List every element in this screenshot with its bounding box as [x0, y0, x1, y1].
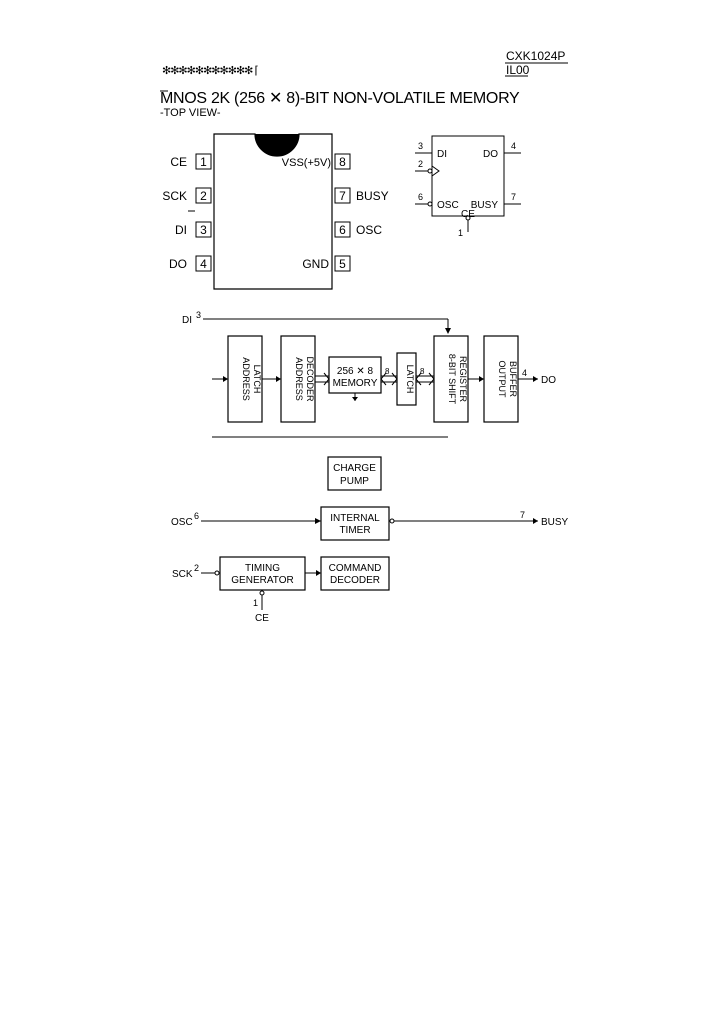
- block-label: PUMP: [340, 476, 369, 487]
- dip-pin-8: 8 VSS(+5V): [282, 153, 351, 170]
- symbol-pin-number: 4: [511, 141, 516, 151]
- memory-array-block: 256 ✕ 8 MEMORY: [328, 356, 382, 394]
- dip-pin-5: 5 GND: [302, 255, 351, 272]
- symbol-pin-number: 6: [418, 192, 423, 202]
- signal-label-busy: BUSY: [541, 517, 569, 528]
- pin-number: 7: [339, 189, 346, 203]
- address-decoder-block: ADDRESS DECODER: [280, 335, 316, 423]
- signal-label-osc: OSC: [171, 517, 193, 528]
- bus-width-label: 8: [420, 367, 425, 376]
- internal-timer-block: INTERNAL TIMER: [320, 506, 390, 541]
- address-latch-block: ADDRESS LATCH: [227, 335, 263, 423]
- pin-number: 1: [200, 155, 207, 169]
- block-label: DECODER: [330, 575, 380, 586]
- block-label: CHARGE: [333, 463, 376, 474]
- symbol-pin-name: BUSY: [471, 200, 499, 211]
- block-label: TIMER: [339, 525, 370, 536]
- part-revision: IL00: [506, 63, 530, 77]
- signal-pin-osc: 6: [194, 511, 199, 521]
- page-title: MNOS 2K (256 ✕ 8)-BIT NON-VOLATILE MEMOR…: [160, 90, 520, 107]
- symbol-pin-name: DI: [437, 149, 447, 160]
- block-label: ADDRESS: [294, 357, 304, 401]
- block-label: LATCH: [405, 365, 415, 394]
- pin-name: SCK: [162, 189, 187, 203]
- block-label: 256 ✕ 8: [337, 366, 374, 377]
- dip-pin-2: 2 SCK: [162, 187, 212, 212]
- signal-pin-busy: 7: [520, 510, 525, 520]
- symbol-pin-number: 3: [418, 141, 423, 151]
- block-label: COMMAND: [329, 563, 382, 574]
- pin-name: DO: [169, 257, 187, 271]
- pin-name: OSC: [356, 223, 382, 237]
- signal-pin-ce: 1: [253, 598, 258, 608]
- shift-register-block: 8-BIT SHIFT REGISTER: [433, 335, 469, 423]
- dip-pin-6: 6 OSC: [334, 221, 382, 238]
- signal-label-sck: SCK: [172, 569, 193, 580]
- pin-number: 3: [200, 223, 207, 237]
- signal-pin-do: 4: [522, 368, 527, 378]
- command-decoder-block: COMMAND DECODER: [320, 556, 390, 591]
- pin-number: 5: [339, 257, 346, 271]
- dip-pin-4: 4 DO: [169, 255, 212, 272]
- pin-name: GND: [302, 257, 329, 271]
- header-marks: ✻✻✻✻✻✻✻✻✻✻✻ ⌈: [162, 65, 259, 77]
- block-label: DECODER: [305, 356, 315, 402]
- part-number: CXK1024P: [506, 49, 566, 63]
- signal-pin-di: 3: [196, 310, 201, 320]
- latch-block: LATCH: [396, 352, 417, 406]
- logic-symbol: 3 DI 2 6 OSC 4 DO 7 BUSY 1 CE: [415, 135, 521, 238]
- block-label: LATCH: [252, 365, 262, 394]
- signal-label-di: DI: [182, 315, 192, 326]
- symbol-pin-name: DO: [483, 149, 498, 160]
- signal-pin-sck: 2: [194, 563, 199, 573]
- pin-number: 8: [339, 155, 346, 169]
- block-diagram-datapath: DI 3 ADDRESS LATCH ADDRESS DECODER 256: [182, 310, 556, 438]
- symbol-pin-number: 2: [418, 159, 423, 169]
- block-label: TIMING: [245, 563, 280, 574]
- block-diagram-control: CHARGE PUMP INTERNAL TIMER OSC 6 7 BUSY …: [171, 456, 569, 624]
- block-label: ADDRESS: [241, 357, 251, 401]
- block-label: GENERATOR: [231, 575, 293, 586]
- pin-name: BUSY: [356, 189, 389, 203]
- pin-name: CE: [170, 155, 187, 169]
- pin-number: 6: [339, 223, 346, 237]
- block-label: REGISTER: [458, 356, 468, 403]
- symbol-pin-number: 1: [458, 228, 463, 238]
- dip-pin-7: 7 BUSY: [334, 187, 389, 204]
- pin-name: DI: [175, 223, 187, 237]
- timing-generator-block: TIMING GENERATOR: [219, 556, 306, 591]
- signal-label-do: DO: [541, 375, 556, 386]
- bus-width-label: 8: [385, 367, 390, 376]
- di-arrow: [445, 328, 451, 334]
- pin-number: 2: [200, 189, 207, 203]
- symbol-pin-name: CE: [461, 209, 475, 220]
- block-label: BUFFER: [508, 361, 518, 398]
- header-rules: [160, 62, 568, 92]
- bus-arrow-latch-register: [415, 372, 435, 386]
- signal-label-ce: CE: [255, 613, 269, 624]
- pin-number: 4: [200, 257, 207, 271]
- charge-pump-block: CHARGE PUMP: [327, 456, 382, 491]
- block-label: OUTPUT: [497, 361, 507, 399]
- symbol-pin-name: OSC: [437, 200, 459, 211]
- pin-name: VSS(+5V): [282, 157, 331, 169]
- dip-package: 1 CE 2 SCK 3 DI 4 DO 8 VSS(+5V) 7 BU: [162, 133, 389, 290]
- dip-notch: [255, 134, 299, 156]
- block-label: 8-BIT SHIFT: [447, 354, 457, 405]
- dip-pin-1: 1 CE: [170, 153, 212, 170]
- view-subtitle: -TOP VIEW-: [160, 107, 221, 119]
- dip-pin-3: 3 DI: [175, 221, 212, 238]
- block-label: INTERNAL: [330, 513, 380, 524]
- output-buffer-block: OUTPUT BUFFER: [483, 335, 519, 423]
- symbol-pin-number: 7: [511, 192, 516, 202]
- bus-arrow-decoder-memory: [315, 372, 330, 386]
- block-label: MEMORY: [333, 378, 378, 389]
